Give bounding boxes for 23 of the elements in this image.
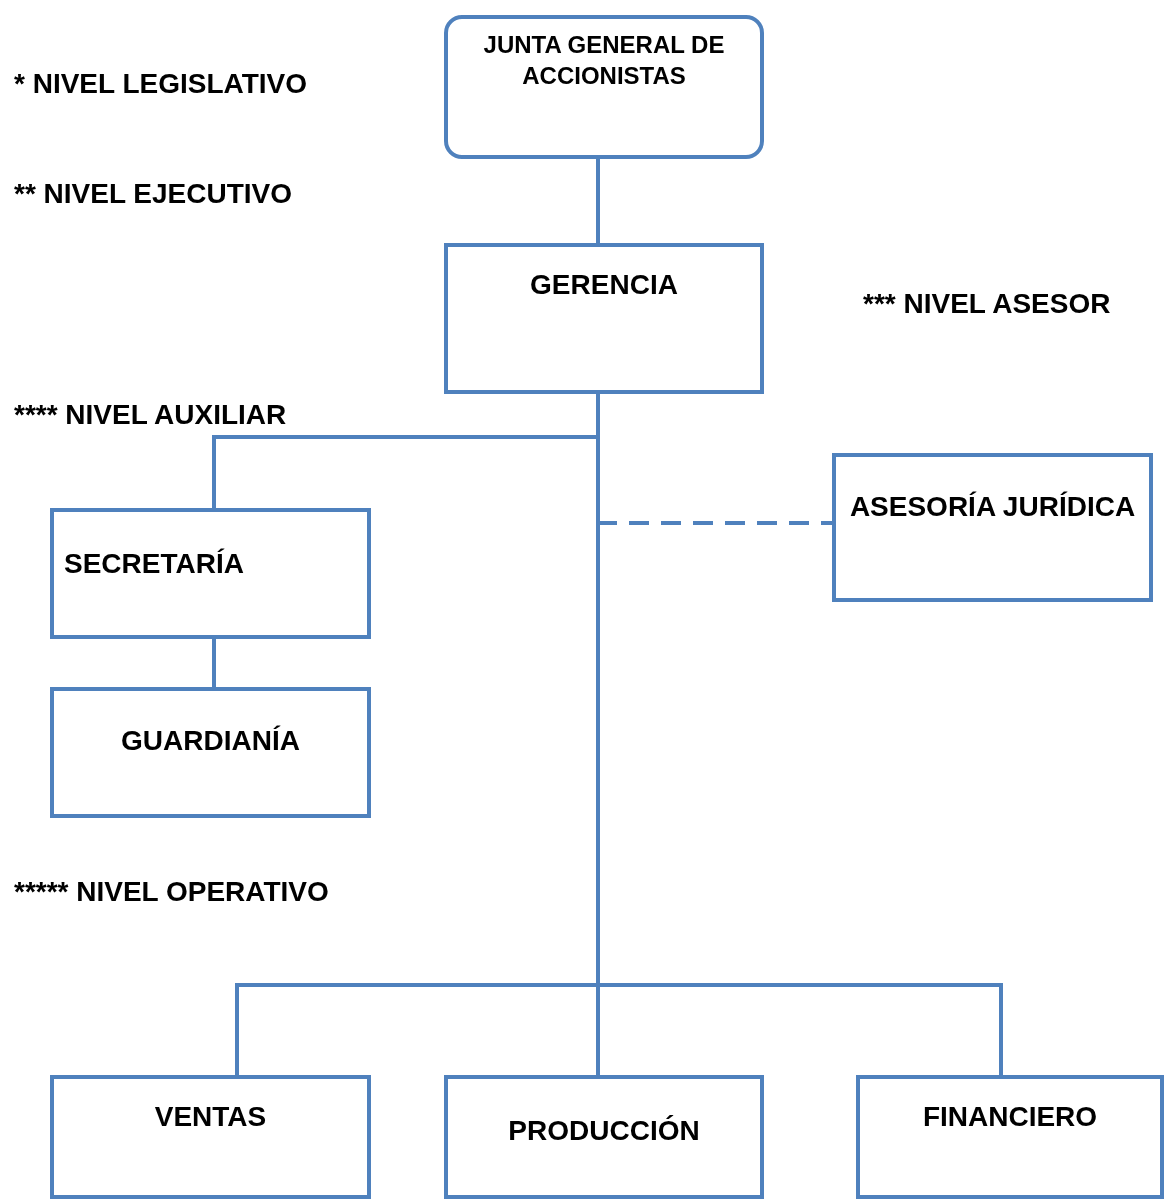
- org-box: [50, 687, 371, 818]
- level-label: *** NIVEL ASESOR: [863, 288, 1111, 320]
- connector-line: [212, 639, 216, 687]
- box-label: PRODUCCIÓN: [508, 1115, 700, 1146]
- org-box: [444, 1075, 764, 1199]
- box-label: GUARDIANÍA: [121, 725, 300, 756]
- level-label: * NIVEL LEGISLATIVO: [14, 68, 307, 100]
- org-box: [50, 508, 371, 639]
- org-box: [444, 15, 764, 159]
- level-label: **** NIVEL AUXILIAR: [14, 399, 287, 431]
- org-box: [856, 1075, 1164, 1199]
- box-label: GERENCIA: [530, 269, 678, 300]
- level-label: ** NIVEL EJECUTIVO: [14, 178, 292, 210]
- org-box: [444, 243, 764, 394]
- box-label: JUNTA GENERAL DE ACCIONISTAS: [482, 30, 726, 91]
- box-label: FINANCIERO: [922, 1101, 1098, 1132]
- org-box: [50, 1075, 371, 1199]
- box-label: SECRETARÍA: [64, 548, 244, 579]
- level-label: ***** NIVEL OPERATIVO: [14, 876, 329, 908]
- box-label: ASESORÍA JURÍDICA: [849, 491, 1136, 522]
- connector-line: [596, 159, 600, 243]
- box-label: VENTAS: [154, 1101, 267, 1132]
- org-box: [832, 453, 1153, 602]
